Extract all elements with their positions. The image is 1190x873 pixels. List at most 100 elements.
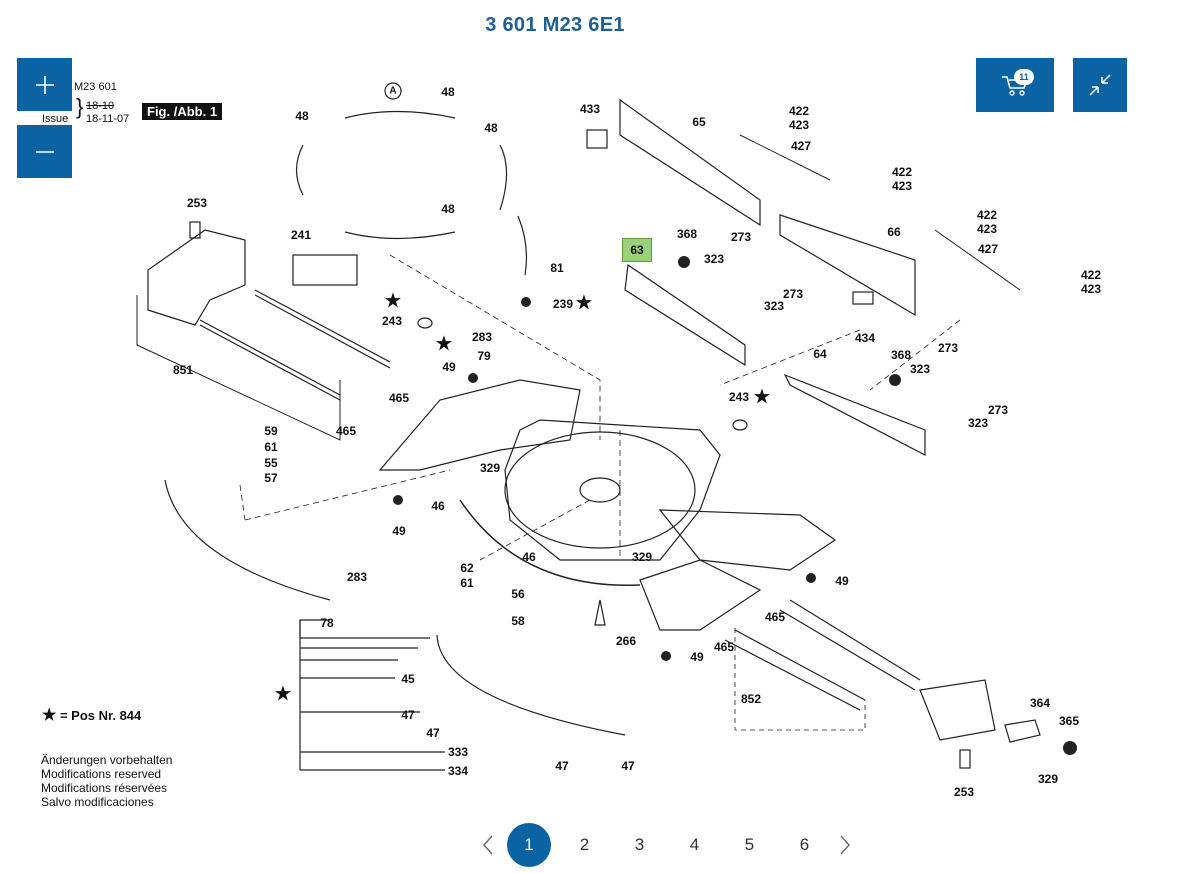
page-6[interactable]: 6 xyxy=(799,835,810,854)
part-label[interactable]: 239 xyxy=(552,297,574,311)
part-label[interactable]: 47 xyxy=(555,759,569,773)
part-label[interactable]: 427 xyxy=(977,242,999,256)
table-insert xyxy=(459,499,641,586)
page-5[interactable]: 5 xyxy=(744,835,755,854)
part-label[interactable]: 46 xyxy=(522,550,536,564)
part-label[interactable]: 423 xyxy=(976,222,998,236)
part-label[interactable]: 49 xyxy=(690,650,704,664)
part-label[interactable]: 423 xyxy=(1080,282,1102,296)
part-label[interactable]: 46 xyxy=(431,499,445,513)
part-label[interactable]: 323 xyxy=(703,252,725,266)
part-label[interactable]: 241 xyxy=(290,228,312,242)
part-label[interactable]: 243 xyxy=(381,314,403,328)
collapse-button[interactable] xyxy=(1073,58,1127,112)
zoom-in-button[interactable] xyxy=(17,58,72,111)
part-label[interactable]: 57 xyxy=(264,471,278,485)
part-label[interactable]: 65 xyxy=(692,115,706,129)
part-label[interactable]: 49 xyxy=(442,360,456,374)
part-label[interactable]: A xyxy=(389,85,397,97)
part-label[interactable]: 368 xyxy=(676,227,698,241)
part-label[interactable]: 465 xyxy=(335,424,357,438)
part-label[interactable]: 329 xyxy=(479,461,501,475)
part-label[interactable]: 48 xyxy=(484,121,498,135)
cart-button[interactable]: 11 xyxy=(976,58,1054,112)
part-label[interactable]: 48 xyxy=(441,202,455,216)
next-page-button[interactable] xyxy=(832,834,858,856)
part-label[interactable]: 266 xyxy=(615,634,637,648)
part-label[interactable]: 61 xyxy=(460,576,474,590)
part-label[interactable]: 852 xyxy=(740,692,762,706)
part-label[interactable]: 45 xyxy=(401,672,415,686)
part-label[interactable]: 56 xyxy=(511,587,525,601)
part-label[interactable]: 434 xyxy=(854,331,876,345)
part-label[interactable]: 273 xyxy=(937,341,959,355)
part-label[interactable]: 49 xyxy=(392,524,406,538)
plus-icon xyxy=(35,75,54,94)
part-label[interactable]: 58 xyxy=(511,614,525,628)
part-label[interactable]: 433 xyxy=(579,102,601,116)
part-label[interactable]: 422 xyxy=(891,165,913,179)
note-line: Salvo modificaciones xyxy=(41,795,154,809)
part-label[interactable]: 59 xyxy=(264,424,278,438)
part-label[interactable]: 329 xyxy=(1037,772,1059,786)
zoom-out-button[interactable] xyxy=(17,125,72,178)
part-label[interactable]: 48 xyxy=(295,109,309,123)
part-label[interactable]: 365 xyxy=(1058,714,1080,728)
page-title: 3 601 M23 6E1 xyxy=(485,14,625,36)
page-3[interactable]: 3 xyxy=(634,835,645,854)
part-label[interactable]: 333 xyxy=(447,745,469,759)
part-label[interactable]: 364 xyxy=(1029,696,1051,710)
part-label[interactable]: 79 xyxy=(477,349,491,363)
notes: Änderungen vorbehalten Modifications res… xyxy=(41,753,172,809)
part-label[interactable]: 422 xyxy=(788,104,810,118)
chevron-left-icon xyxy=(483,835,493,855)
insert-45 xyxy=(436,634,626,736)
cart-count-badge: 11 xyxy=(1014,69,1034,85)
part-label[interactable]: 253 xyxy=(186,196,208,210)
part-63-highlight[interactable]: 63 xyxy=(622,238,652,262)
part-label[interactable]: 55 xyxy=(264,456,278,470)
note-line: Modifications reserved xyxy=(41,767,162,781)
part-label[interactable]: 368 xyxy=(890,348,912,362)
page-2[interactable]: 2 xyxy=(579,835,590,854)
issue-date-new: 18-11-07 xyxy=(86,113,130,125)
part-label[interactable]: 66 xyxy=(887,225,901,239)
part-label[interactable]: 48 xyxy=(441,85,455,99)
part-label[interactable]: 422 xyxy=(976,208,998,222)
part-label[interactable]: 49 xyxy=(835,574,849,588)
part-label[interactable]: 851 xyxy=(172,363,194,377)
part-label[interactable]: 465 xyxy=(764,610,786,624)
part-label[interactable]: 283 xyxy=(346,570,368,584)
part-label[interactable]: 64 xyxy=(813,347,827,361)
figure-label: Fig. /Abb. 1 xyxy=(142,103,223,120)
part-label[interactable]: 273 xyxy=(730,230,752,244)
part-label[interactable]: 47 xyxy=(426,726,440,740)
part-label[interactable]: 61 xyxy=(264,440,278,454)
part-label[interactable]: 423 xyxy=(788,118,810,132)
part-label[interactable]: 47 xyxy=(401,708,415,722)
issue-label: Issue xyxy=(42,113,69,125)
part-label[interactable]: 283 xyxy=(471,330,493,344)
part-label[interactable]: 423 xyxy=(891,179,913,193)
part-label[interactable]: 329 xyxy=(631,550,653,564)
part-label[interactable]: 273 xyxy=(782,287,804,301)
part-label[interactable]: 323 xyxy=(909,362,931,376)
part-label[interactable]: 243 xyxy=(728,390,750,404)
prev-page-button[interactable] xyxy=(475,834,501,856)
part-label[interactable]: 62 xyxy=(460,561,474,575)
part-label[interactable]: 323 xyxy=(967,416,989,430)
part-label[interactable]: 273 xyxy=(987,403,1009,417)
part-label[interactable]: 422 xyxy=(1080,268,1102,282)
part-label[interactable]: 81 xyxy=(550,261,564,275)
part-label[interactable]: 465 xyxy=(388,391,410,405)
issue-date-old: 18-10 xyxy=(86,100,115,112)
part-label[interactable]: 78 xyxy=(320,616,334,630)
part-label[interactable]: 323 xyxy=(763,299,785,313)
part-label[interactable]: 465 xyxy=(713,640,735,654)
part-label[interactable]: 253 xyxy=(953,785,975,799)
part-label[interactable]: 47 xyxy=(621,759,635,773)
page-4[interactable]: 4 xyxy=(689,835,700,854)
part-label[interactable]: 334 xyxy=(447,764,469,778)
page-1[interactable]: 1 xyxy=(507,823,551,867)
part-label[interactable]: 427 xyxy=(790,139,812,153)
